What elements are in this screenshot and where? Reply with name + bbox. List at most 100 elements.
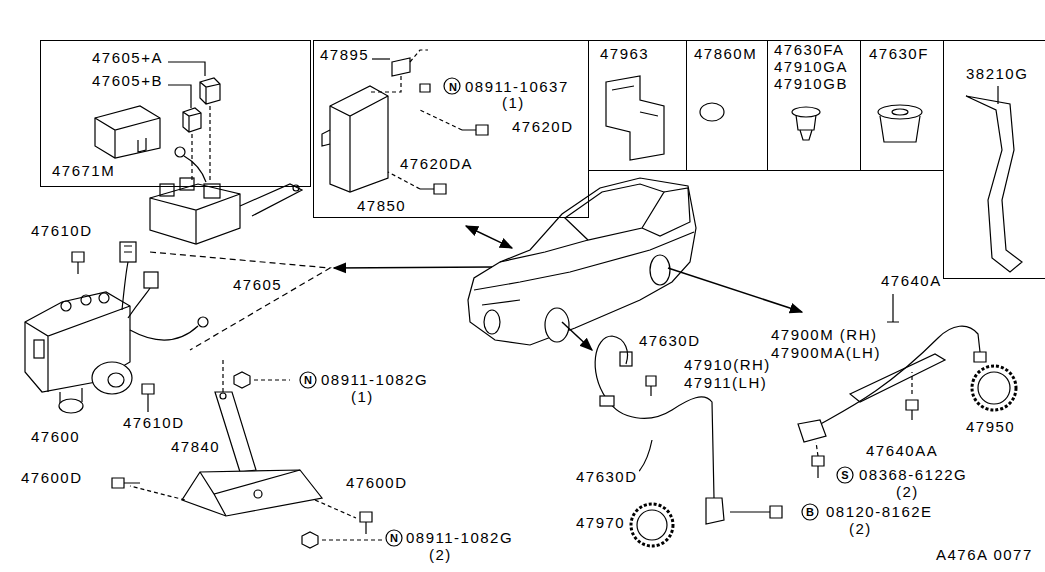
line-art-circle [802,504,818,520]
callout-number: 47630FA [773,42,846,58]
car-outline [468,178,696,345]
line-art-circle [198,317,208,327]
callout-number: (1) [501,95,526,111]
line-art-path [420,84,430,92]
line-art-path [798,420,826,442]
line-art-path [887,294,899,322]
bolt-symbol [360,512,372,534]
line-art-path [850,354,945,402]
line-art-line [668,268,802,312]
plug-symbol [700,103,724,121]
line-art-rect [180,178,194,190]
line-art-path [595,336,627,398]
control-unit [322,50,488,194]
line-art-path [222,360,223,392]
line-art-circle [837,467,853,483]
line-art-path [420,110,462,130]
callout-number: 47910(RH) [683,357,772,373]
bracket-symbol [612,86,658,116]
symbol-letter: N [304,374,312,386]
part-panel: 47963 [588,40,687,171]
nut-symbol [302,532,318,548]
line-art-ellipse [878,105,922,119]
symbol-letter: B [806,506,814,518]
line-art-rect [160,184,174,196]
circle-symbol [300,372,316,388]
line-art-path [482,300,520,305]
line-art-circle [220,393,226,399]
line-art-circle [254,490,262,498]
callout-number: (1) [350,389,375,405]
line-art-path [812,456,824,478]
callout-number: 47900M (RH) [770,327,879,343]
line-art-path [95,118,160,158]
line-art-ellipse [650,255,670,285]
line-art-path [706,498,724,524]
line-art-circle [99,293,109,303]
callout-number: 47895 [319,47,370,63]
line-art-path [911,372,912,394]
rear-wheel-sensor [798,294,1016,483]
line-art-path [183,108,201,132]
callout-number: A476A 0077 [935,547,1034,563]
line-art-circle [175,147,185,157]
line-art-path [315,500,356,518]
line-art-circle [631,504,673,546]
callout-number: 47860M [693,46,758,62]
line-art-rect [144,272,158,288]
line-art-path [254,379,290,380]
callout-number: 47605+A [91,50,164,66]
line-art-path [168,62,205,76]
line-art-path [330,96,388,192]
line-art-path [906,400,918,420]
line-art-path [474,232,694,290]
line-art-path [150,184,240,244]
callout-number: 47970 [575,515,626,531]
callout-number: (2) [848,521,873,537]
line-art-ellipse [108,373,124,387]
callout-number: 47900MA(LH) [770,345,882,361]
line-art-line [562,322,592,350]
line-art-rect [34,340,44,358]
line-art-path [392,58,410,76]
line-art-path [322,130,330,146]
callout-number: 47963 [599,46,650,62]
line-art-path [130,326,198,340]
line-art-path [130,486,185,500]
bracket-symbol [606,76,664,160]
line-art-path [200,470,300,516]
line-art-path [168,85,191,108]
line-art-path [388,172,420,189]
line-art-circle [972,366,1016,410]
line-art-path [142,384,154,412]
callout-number: 47911(LH) [683,375,768,391]
leader-line [997,86,998,104]
callout-number: 47910GA [773,59,849,75]
line-art-circle [61,301,71,311]
line-art-path [192,106,210,182]
line-art-rect [600,396,614,406]
line-art-path [642,188,690,236]
line-art-path [974,352,986,362]
callout-number: 08911-1082G [405,530,514,546]
part-panel: 47630F [860,40,944,171]
callout-number: 47620D [511,119,575,135]
line-art-path [184,156,206,182]
line-art-path [72,252,84,274]
line-art-circle [293,185,299,191]
part-panel: 47630FA47910GA47910GB [767,40,861,171]
callout-number: 47640A [880,273,943,289]
line-art-path [215,392,256,472]
line-art-path [322,539,382,540]
callout-number: 47630D [638,333,702,349]
callout-number: 47850 [356,198,407,214]
bracket-symbol [966,96,1022,272]
callout-number: 47605+B [91,73,164,89]
relay-unit [95,62,302,244]
callout-number: 08120-8162E [825,504,934,520]
line-art-line [334,267,492,268]
callout-number: (2) [895,484,920,500]
callout-number: 47630F [868,46,930,62]
callout-number: (2) [428,547,453,563]
callout-number: 47620DA [399,156,474,172]
